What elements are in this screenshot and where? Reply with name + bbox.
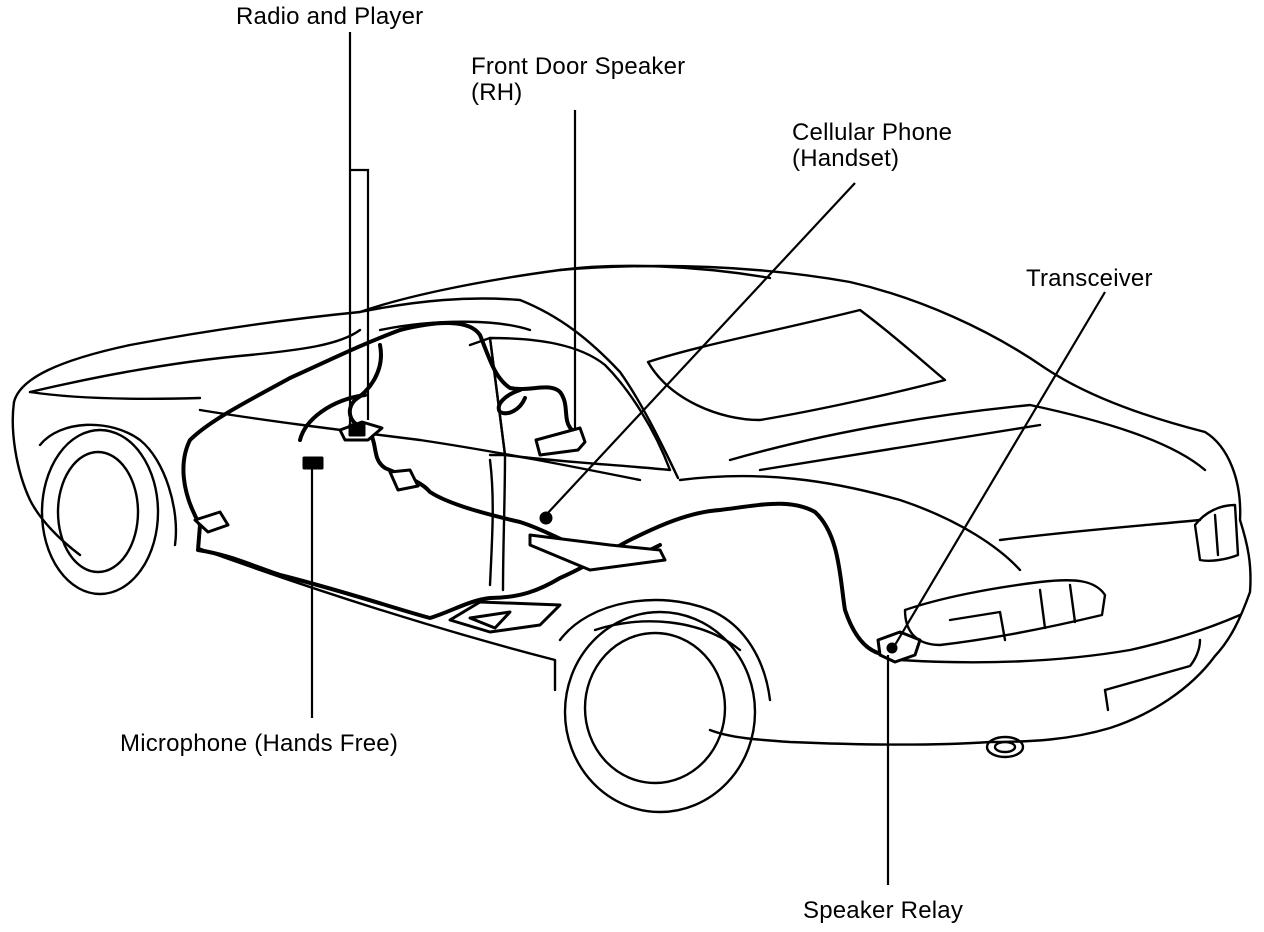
leader-lines: [310, 32, 1106, 885]
cellular-phone-label: Cellular Phone (Handset): [792, 120, 952, 172]
leader-radio-second: [350, 168, 370, 420]
cellular-phone-line1: Cellular Phone: [792, 119, 953, 146]
front-door-speaker: [534, 426, 587, 457]
leader-transceiver: [894, 291, 1106, 646]
speaker-relay-text: Speaker Relay: [803, 897, 964, 924]
speaker-relay-label: Speaker Relay: [803, 898, 963, 924]
radio-and-player-label: Radio and Player: [236, 4, 423, 30]
microphone-label: Microphone (Hands Free): [120, 731, 398, 757]
transceiver-label: Transceiver: [1026, 266, 1153, 292]
components: [193, 420, 922, 664]
front-door-speaker-label: Front Door Speaker (RH): [471, 54, 685, 106]
transceiver-text: Transceiver: [1026, 265, 1153, 292]
car-outline: [11, 264, 1252, 814]
radio-and-player-text: Radio and Player: [236, 3, 424, 30]
front-door-speaker-line2: (RH): [471, 79, 523, 106]
leader-cellular: [545, 182, 856, 516]
cellular-phone-line2: (Handset): [792, 145, 900, 172]
transceiver-box: [876, 630, 922, 664]
cellular-handset: [528, 533, 667, 572]
microphone-text: Microphone (Hands Free): [120, 730, 399, 757]
front-door-speaker-line1: Front Door Speaker: [471, 53, 686, 80]
